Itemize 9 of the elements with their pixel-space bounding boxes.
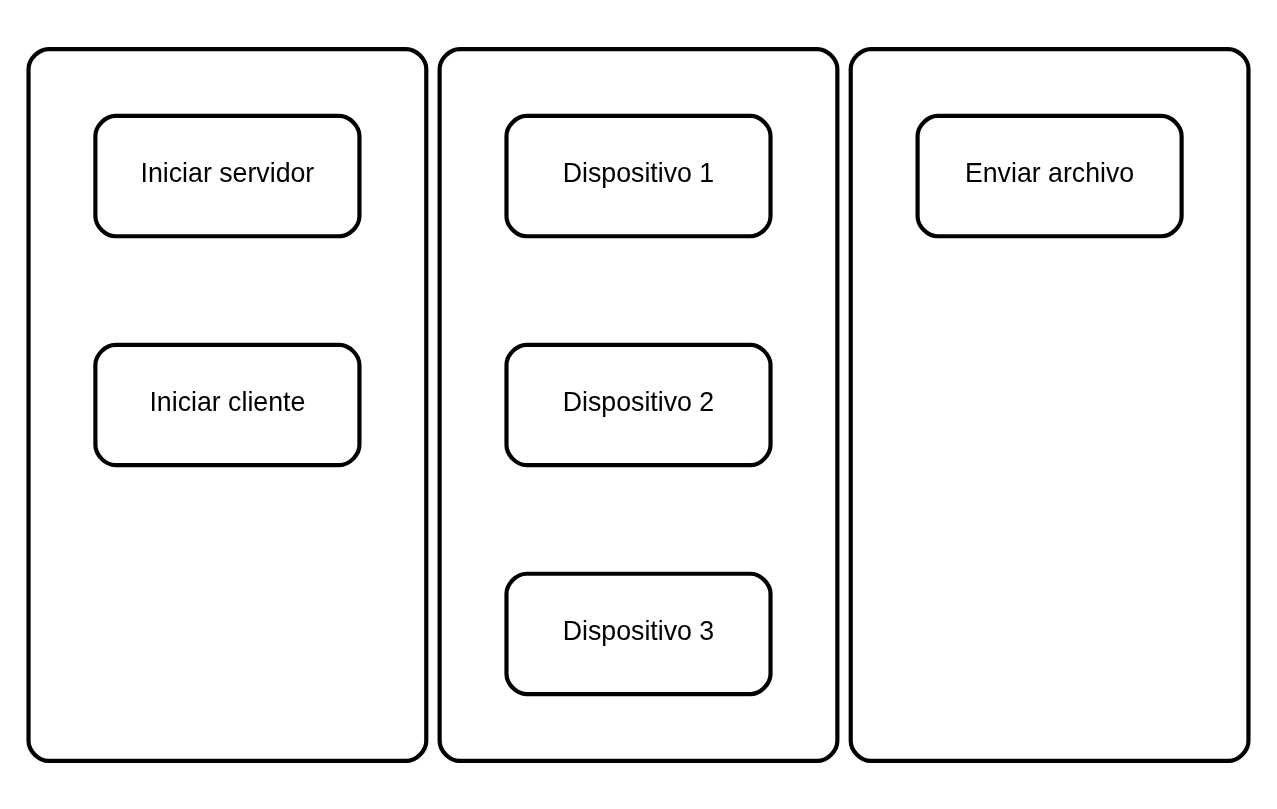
node-box: Enviar archivo [915,113,1184,238]
cluster [437,46,840,763]
node-box: Iniciar cliente [93,342,362,467]
cluster [26,46,429,763]
node-box: Dispositivo 1 [504,113,773,238]
node-box: Dispositivo 3 [504,571,773,696]
node-box: Iniciar servidor [93,113,362,238]
node-box: Dispositivo 2 [504,342,773,467]
cluster [848,46,1251,763]
